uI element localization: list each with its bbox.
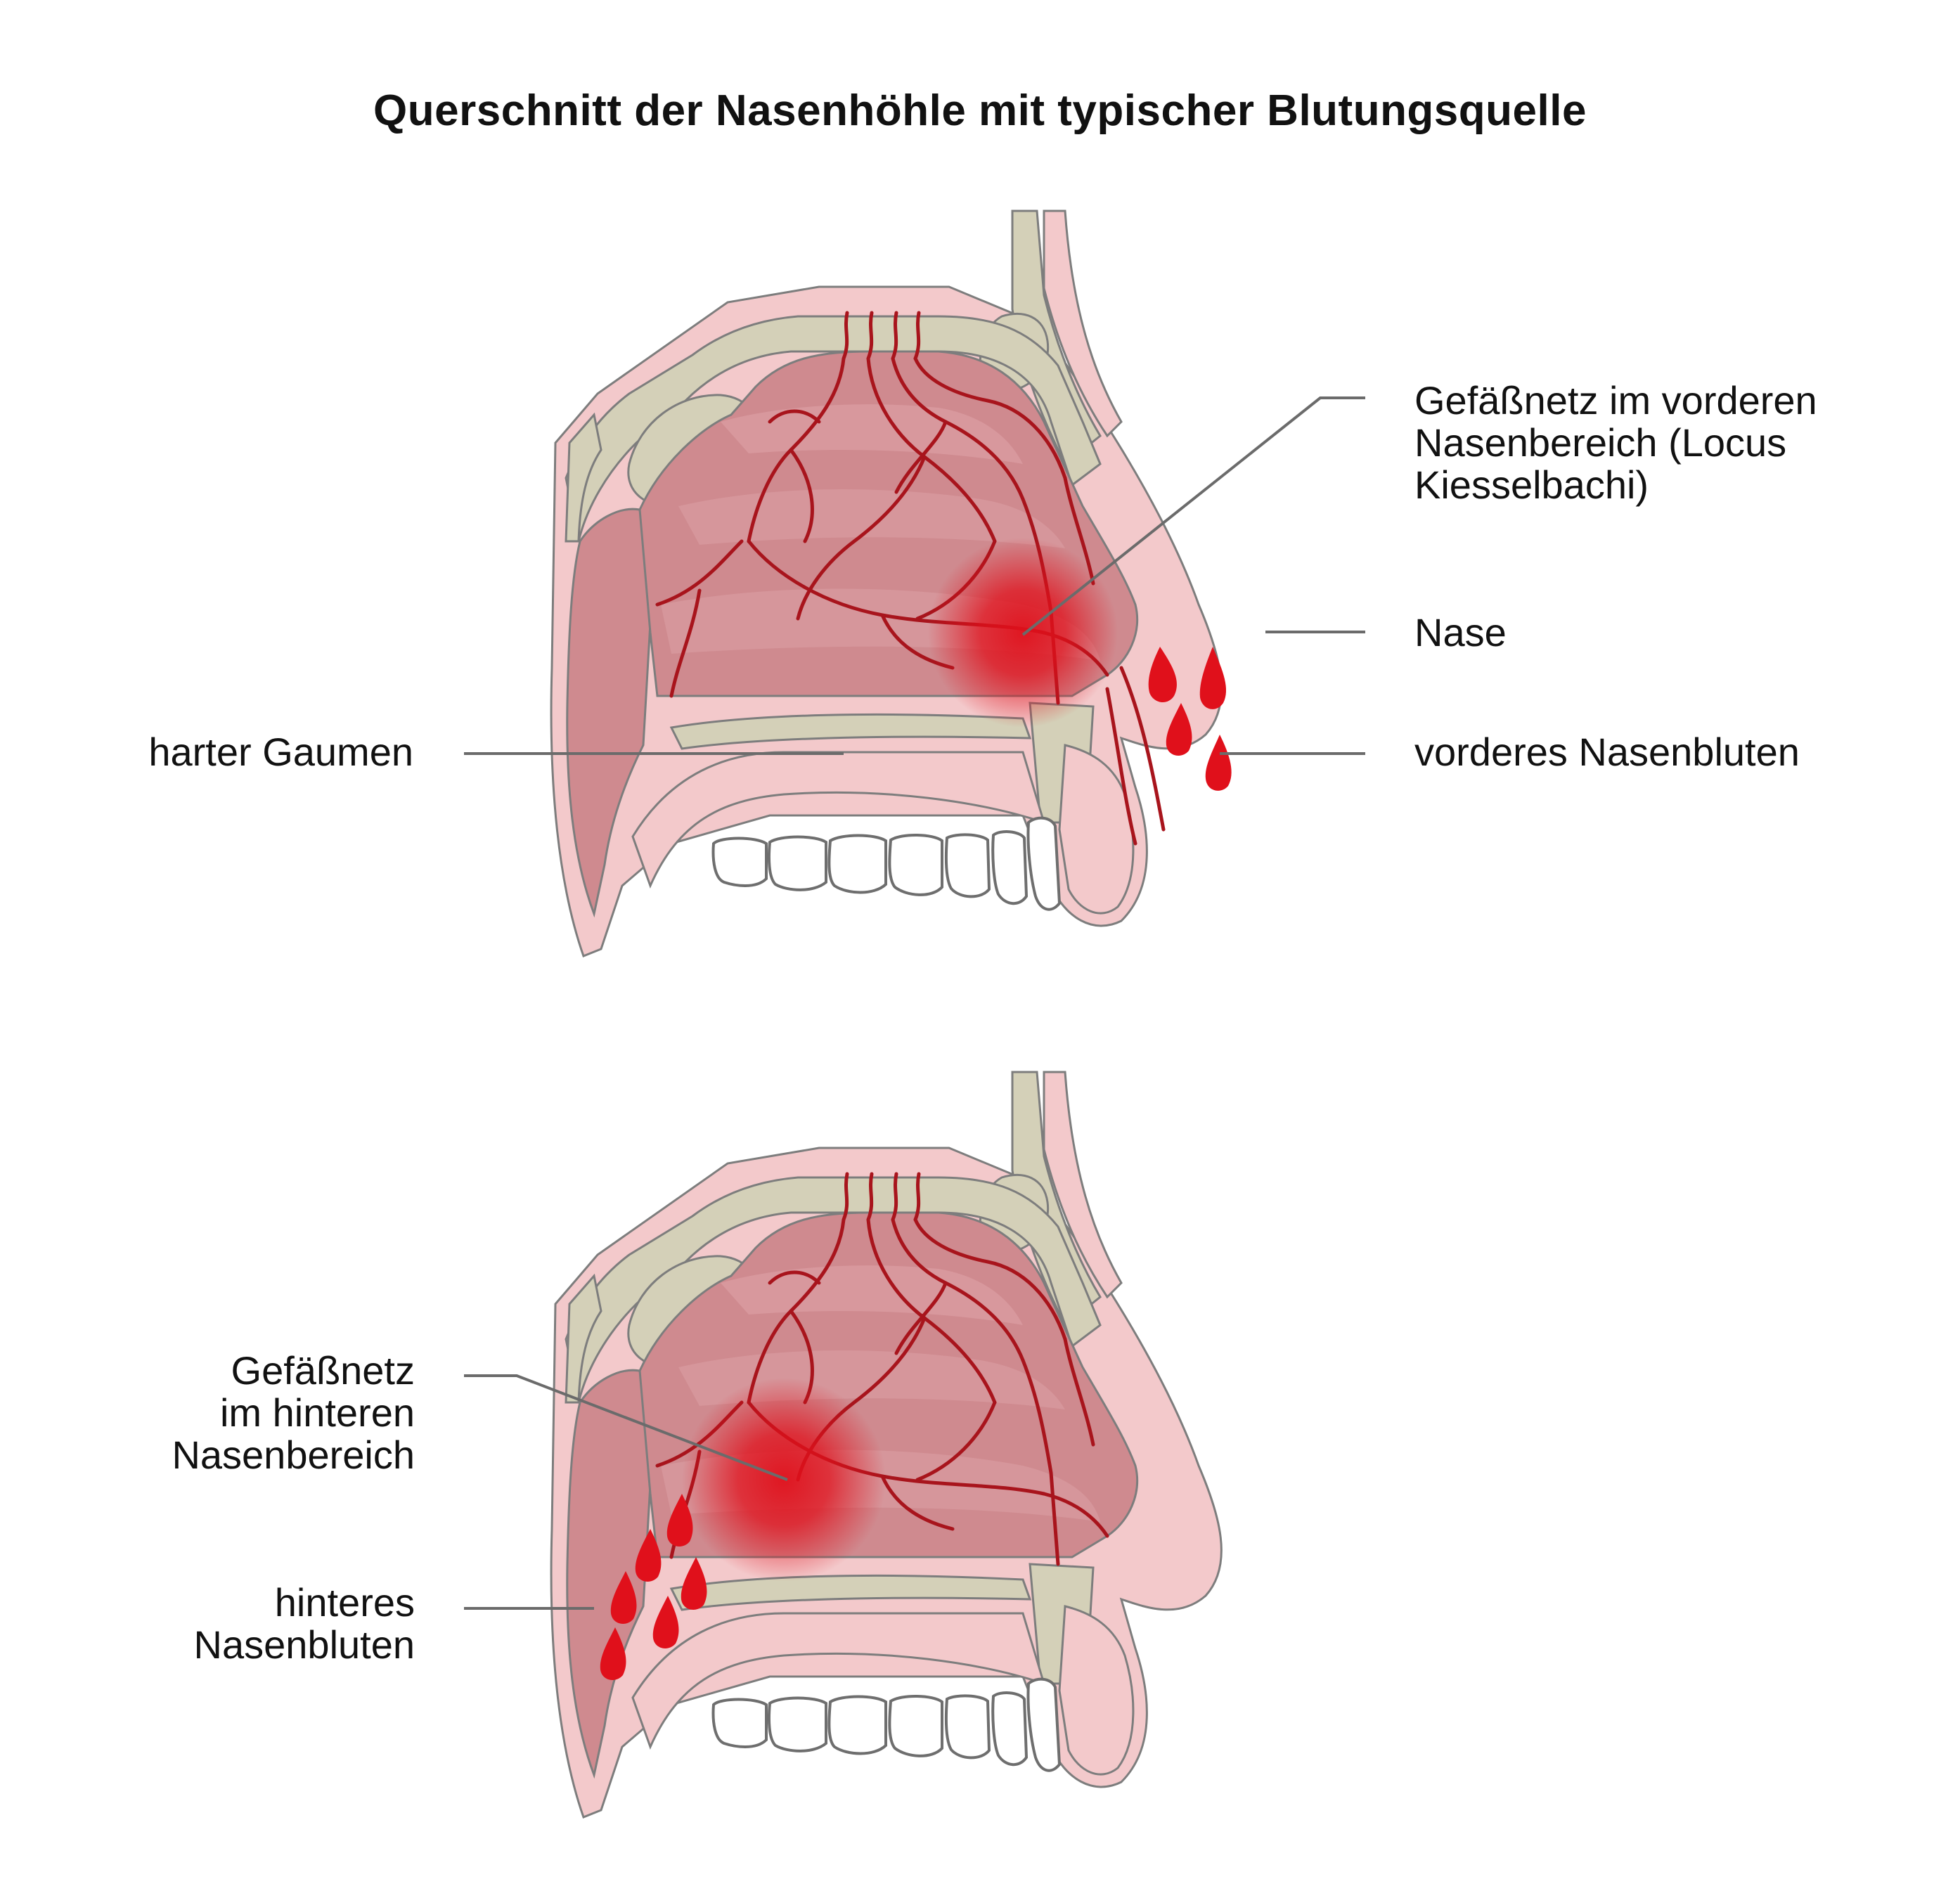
leader-posterior-plexus [464,1374,788,1481]
label-anterior-bleeding: vorderes Nasenbluten [1414,731,1800,773]
label-line: Gefäßnetz im vorderen [1414,378,1817,422]
anterior-plexus-glow [928,538,1118,728]
anterior-blood-drops [1148,647,1232,791]
leader-lines [464,396,1365,1610]
label-line: Kiesselbachi) [1414,463,1649,507]
label-line: harter Gaumen [148,730,413,774]
diagram-title: Querschnitt der Nasenhöhle mit typischer… [373,86,1587,135]
illustration-posterior [551,1072,1221,1817]
label-anterior-plexus: Gefäßnetz im vorderen Nasenbereich (Locu… [1414,380,1817,506]
label-line: Gefäßnetz [231,1348,415,1393]
label-posterior-plexus: Gefäßnetz im hinteren Nasenbereich [172,1350,415,1476]
label-line: Nasenbluten [193,1622,415,1667]
label-line: im hinteren [219,1390,415,1435]
leader-anterior-plexus [1021,396,1365,636]
label-line: Nase [1414,610,1507,654]
label-hard-palate: harter Gaumen [148,731,413,773]
posterior-blood-drops [600,1494,707,1680]
label-line: vorderes Nasenbluten [1414,730,1800,774]
label-posterior-bleeding: hinteres Nasenbluten [194,1582,415,1666]
illustration-anterior [551,211,1232,956]
label-line: Nasenbereich [172,1433,415,1477]
label-nose: Nase [1414,612,1507,654]
label-line: hinteres [274,1580,415,1625]
label-line: Nasenbereich (Locus [1414,420,1787,465]
